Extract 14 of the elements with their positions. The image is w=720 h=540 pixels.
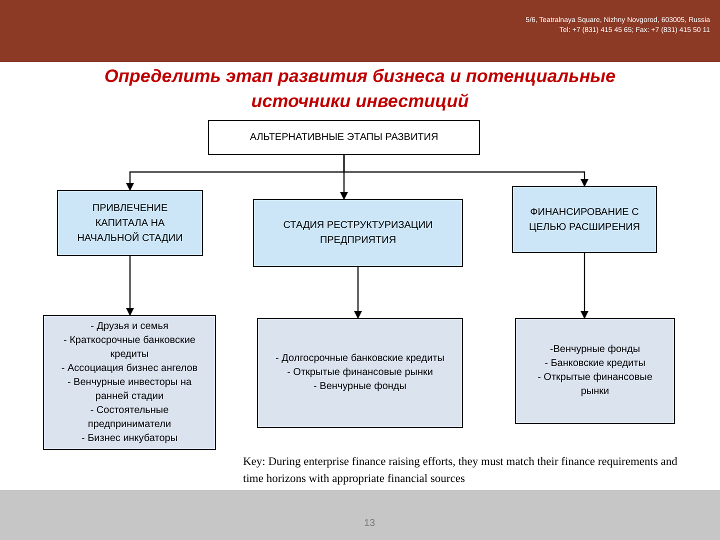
connector-arrow — [354, 267, 362, 319]
stage-box: СТАДИЯ РЕСТРУКТУРИЗАЦИИ ПРЕДПРИЯТИЯ — [253, 199, 463, 267]
stage-box: ФИНАНСИРОВАНИЕ С ЦЕЛЬЮ РАСШИРЕНИЯ — [512, 186, 657, 253]
root-box: АЛЬТЕРНАТИВНЫЕ ЭТАПЫ РАЗВИТИЯ — [208, 120, 480, 155]
title: Определить этап развития бизнеса и потенциальные источники инвестиций — [103, 65, 617, 113]
key-note: Key: During enterprise finance raising efforts, they must match their finance requirements and time horizons with appropriate financial sources — [243, 455, 678, 487]
connector-arrow — [126, 256, 134, 316]
sources-box: - Друзья и семья - Краткосрочные банковские кредиты - Ассоциация бизнес ангелов - Венчурные инвесторы на ранней стадии - Состоятельные предприниматели - Бизнес инкубаторы — [43, 315, 216, 450]
stage-box: ПРИВЛЕЧЕНИЕ КАПИТАЛА НА НАЧАЛЬНОЙ СТАДИИ — [57, 190, 203, 256]
sources-box: -Венчурные фонды - Банковские кредиты - Открытые финансовые рынки — [515, 318, 675, 424]
sources-box: - Долгосрочные банковские кредиты - Открытые финансовые рынки - Венчурные фонды — [257, 318, 463, 428]
connector-arrow — [343, 155, 588, 187]
connector-arrow — [580, 253, 588, 319]
page-number: 13 — [364, 517, 376, 531]
